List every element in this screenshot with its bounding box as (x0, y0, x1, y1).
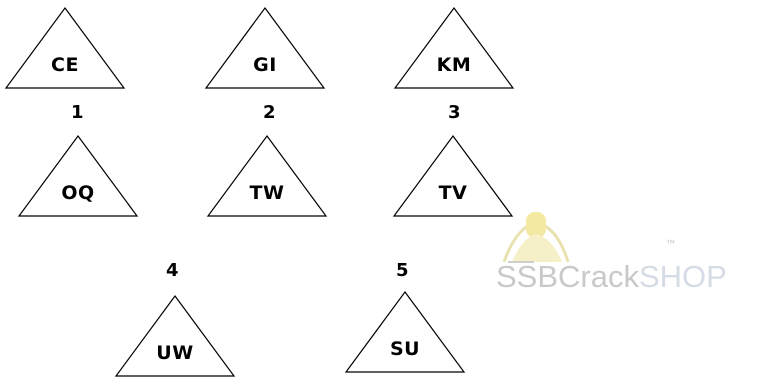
triangle-label: GI (253, 54, 277, 76)
triangle-label: KM (436, 54, 472, 76)
option-number-3: 3 (448, 102, 461, 123)
triangle-km: KM (393, 6, 515, 90)
option-number-1: 1 (71, 102, 84, 123)
triangle-uw: UW (114, 294, 236, 378)
triangle-oq: OQ (17, 134, 139, 218)
triangle-shape (114, 294, 236, 377)
triangle-tw: TW (206, 134, 328, 218)
triangle-shape (206, 134, 328, 217)
watermark-text: SSBCrackSHOP (496, 259, 727, 295)
watermark-logo: ™ SSBCrackSHOP (496, 210, 761, 300)
triangle-shape (17, 134, 139, 217)
triangle-shape (204, 6, 326, 89)
triangle-label: CE (51, 54, 79, 76)
triangle-tv: TV (392, 134, 514, 218)
option-number-5: 5 (396, 260, 409, 281)
triangle-su: SU (344, 290, 466, 374)
triangle-ce: CE (4, 6, 126, 90)
watermark-shop: SHOP (638, 259, 727, 294)
watermark-brand: SSBCrack (496, 259, 639, 294)
option-number-2: 2 (263, 102, 276, 123)
triangle-shape (392, 134, 514, 217)
triangle-label: OQ (61, 182, 95, 204)
bulb-icon (502, 212, 570, 263)
triangle-label: TW (249, 182, 285, 204)
triangle-label: UW (156, 342, 194, 364)
triangle-label: SU (389, 338, 421, 360)
triangle-label: TV (438, 182, 468, 204)
triangle-shape (393, 6, 515, 89)
triangle-shape (344, 290, 466, 373)
triangle-gi: GI (204, 6, 326, 90)
trademark-symbol: ™ (666, 238, 675, 248)
option-number-4: 4 (166, 260, 179, 281)
triangle-shape (4, 6, 126, 89)
